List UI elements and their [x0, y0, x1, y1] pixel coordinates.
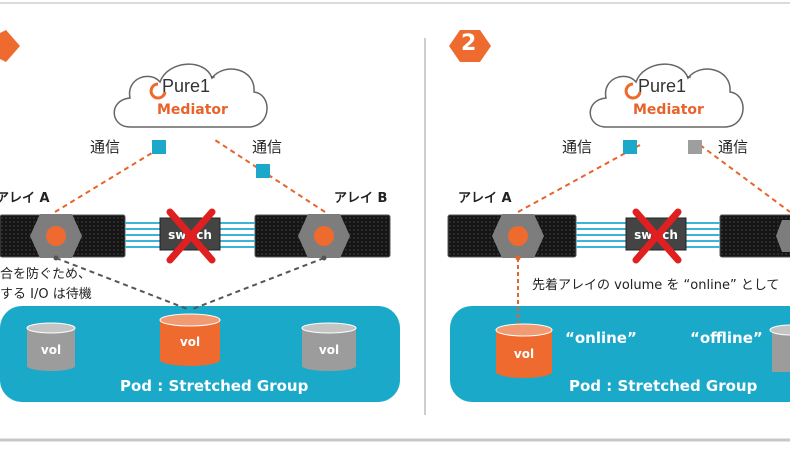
comm-label-left-a: 通信 — [90, 138, 121, 156]
array-b-label-left: アレイ B — [334, 191, 388, 206]
state-online: “online” — [565, 329, 637, 347]
array-a-logo-icon-right — [508, 226, 528, 246]
array-a-label-right: アレイ A — [458, 191, 512, 206]
comm-packet-right-a — [623, 140, 637, 154]
fail-x-icon-right — [632, 208, 682, 264]
vol-right-online — [495, 323, 553, 378]
state-offline: “offline” — [690, 329, 763, 347]
io-dot-right-top — [515, 255, 521, 261]
io-dot-b — [321, 255, 327, 261]
pod-label-left: Pod : Stretched Group — [120, 377, 309, 395]
mediator-cloud-right — [589, 63, 744, 128]
array-b-bezel-right — [776, 220, 790, 252]
array-b-logo-icon — [314, 226, 334, 246]
vol-right-label: vol — [514, 347, 534, 361]
mediator-cloud-left — [113, 63, 268, 128]
comm-label-left-b: 通信 — [252, 138, 283, 156]
vol-left-2-label: vol — [180, 335, 200, 349]
vol-left-3 — [301, 322, 357, 371]
step-badge-left — [0, 30, 20, 62]
pure1-wordmark-right: Pure1™ — [638, 76, 693, 96]
mediator-title-right: Mediator — [633, 102, 704, 118]
comm-packet-right — [256, 164, 270, 178]
link-b-mediator-right — [699, 144, 790, 213]
io-dot-a — [53, 255, 59, 261]
comm-packet-left — [152, 140, 166, 154]
io-path-a — [55, 257, 191, 311]
vol-left-2 — [159, 313, 221, 366]
comm-packet-right-b — [688, 140, 702, 154]
note-line2-left: する I/O は待機 — [0, 287, 92, 302]
step-number-right: 2 — [461, 31, 477, 56]
comm-label-right-a: 通信 — [562, 138, 593, 156]
vol-left-3-label: vol — [319, 343, 339, 357]
array-a-logo-icon — [46, 226, 66, 246]
note-right: 先着アレイの volume を “online” として — [532, 278, 780, 293]
step-badge-right — [449, 30, 491, 62]
link-a-mediator — [54, 144, 166, 213]
fail-x-icon-left — [166, 208, 216, 264]
vol-left-1 — [26, 322, 76, 371]
pure1-wordmark-left: Pure1™ — [162, 76, 217, 96]
pod-label-right: Pod : Stretched Group — [569, 377, 758, 395]
pure1-logo-icon-right — [624, 82, 642, 100]
mediator-title-left: Mediator — [157, 102, 228, 118]
vol-left-1-label: vol — [41, 343, 61, 357]
io-path-b — [189, 257, 325, 311]
array-a-label-left: アレイ A — [0, 191, 50, 206]
comm-label-right-b: 通信 — [718, 138, 749, 156]
pure1-logo-icon — [149, 82, 167, 100]
note-line1-left: 合を防ぐため、 — [0, 267, 92, 282]
vol-right-offline-partial — [769, 324, 790, 372]
